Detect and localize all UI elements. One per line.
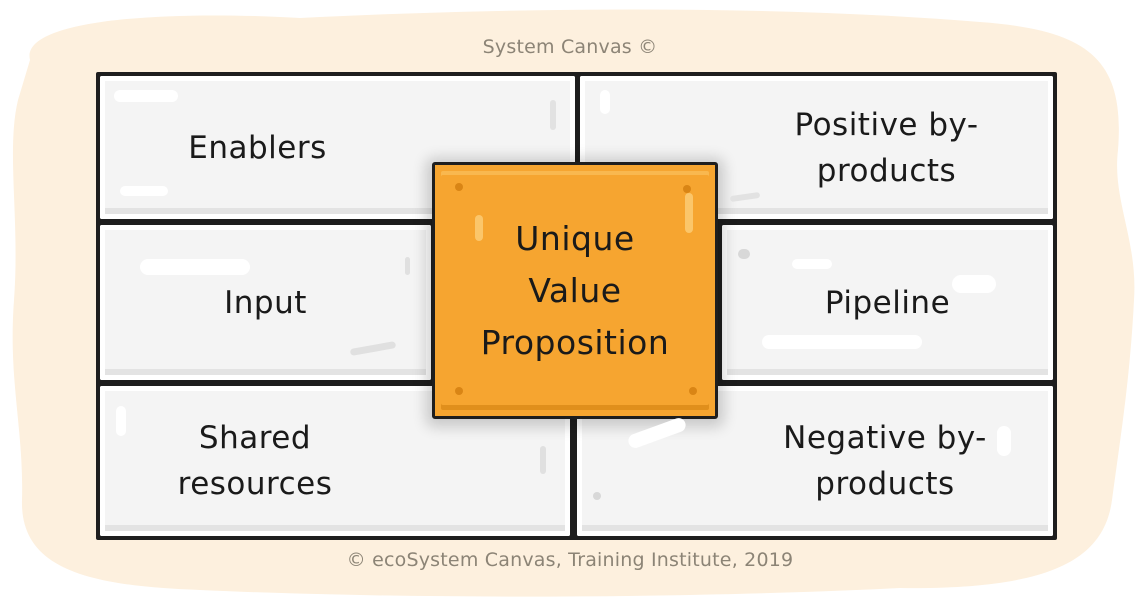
negative-by-products-label: Negative by- products [783, 420, 987, 502]
positive-by-products-label: Positive by- products [794, 106, 979, 189]
unique-value-proposition-block: Unique Value Proposition [432, 162, 718, 419]
pipeline-label: Pipeline [824, 284, 951, 321]
canvas-title: System Canvas © [482, 36, 658, 58]
input-label: Input [224, 284, 307, 321]
unique-value-proposition-label: Unique Value Proposition [480, 218, 670, 362]
copyright-footer: © ecoSystem Canvas, Training Institute, … [346, 549, 794, 571]
cell-input: Input [100, 225, 431, 380]
cell-enablers: Enablers [100, 76, 575, 219]
enablers-label: Enablers [188, 129, 327, 166]
cell-positive-by-products: Positive by- products [580, 76, 1053, 219]
cell-pipeline: Pipeline [722, 225, 1053, 380]
shared-resources-label: Shared resources [177, 420, 333, 502]
